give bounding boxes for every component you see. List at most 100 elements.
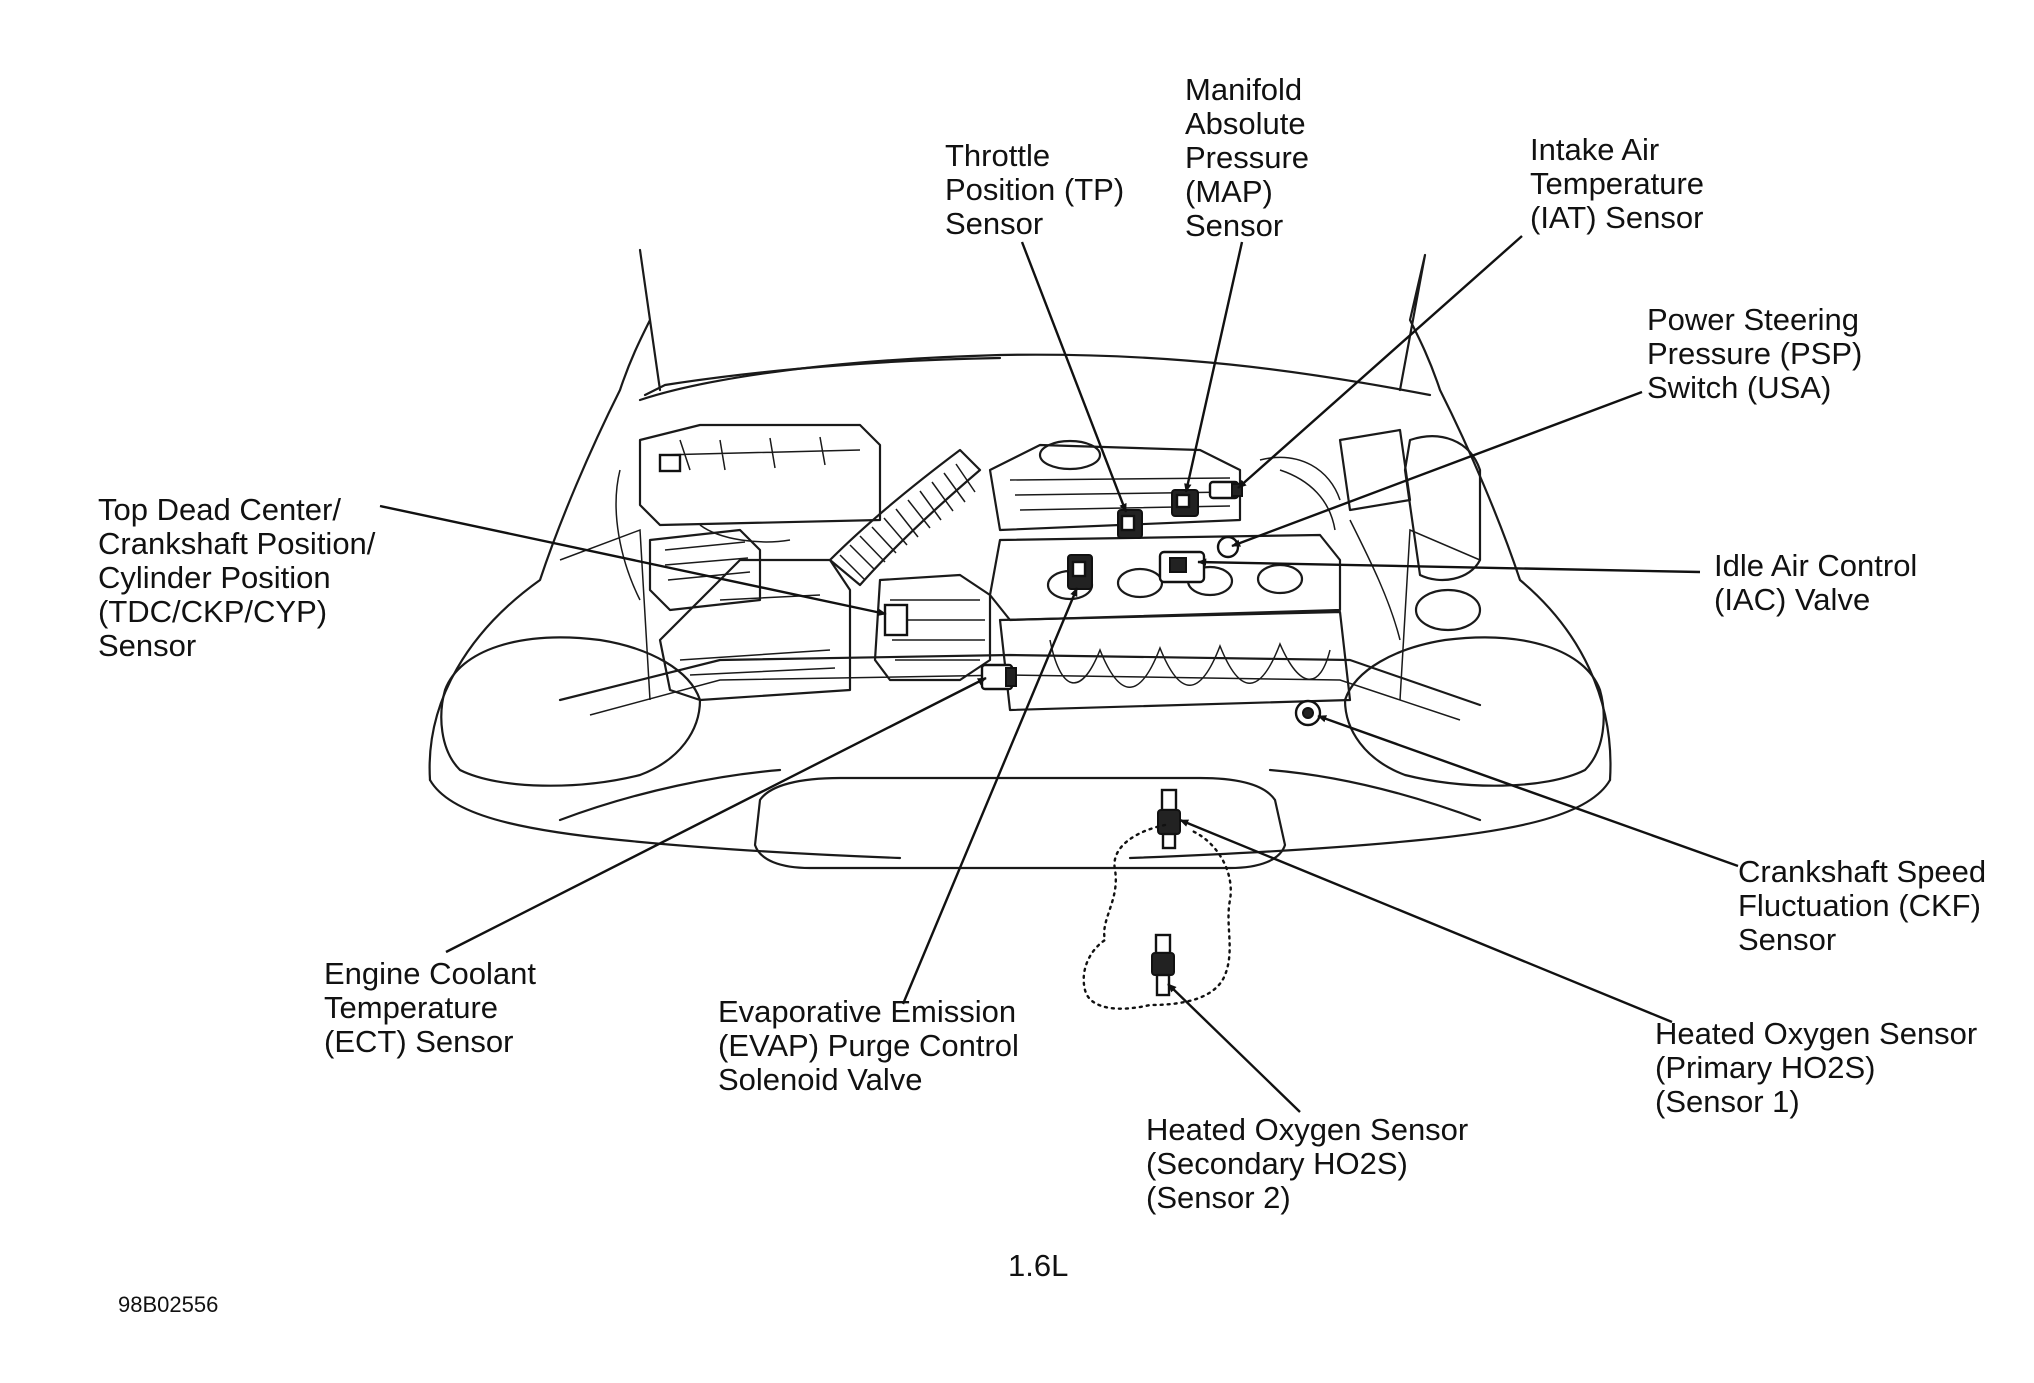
label-line: Power Steering: [1647, 302, 1859, 337]
label-line: Sensor: [98, 628, 196, 663]
label-line: Pressure: [1185, 140, 1309, 175]
label-line: Evaporative Emission: [718, 994, 1016, 1029]
label-line: (TDC/CKP/CYP): [98, 594, 327, 629]
battery-terminal: [658, 453, 682, 473]
label-line: (MAP): [1185, 174, 1273, 209]
label-line: Manifold: [1185, 72, 1302, 107]
label-line: Sensor: [1738, 922, 1836, 957]
leader-ckf: [1317, 714, 1739, 868]
engine-size-caption: 1.6L: [1008, 1248, 1068, 1283]
reservoir-cap: [1414, 588, 1482, 632]
label-tdc-ckp-cyp-sensor: Top Dead Center/ Crankshaft Position/ Cy…: [98, 492, 384, 663]
leader-iat: [1237, 235, 1523, 489]
label-line: (Sensor 1): [1655, 1084, 1800, 1119]
leader-psp: [1231, 390, 1643, 548]
leader-evap: [901, 587, 1079, 1005]
label-line: Heated Oxygen Sensor: [1146, 1112, 1468, 1147]
air-cleaner: [658, 558, 852, 702]
ckf-sensor-part: [1294, 699, 1322, 727]
car-body-outline-right: [1398, 253, 1612, 782]
label-iat-sensor: Intake Air Temperature (IAT) Sensor: [1530, 132, 1713, 235]
engine-bay-illustration: [428, 248, 1612, 1010]
evap-valve-part: [1067, 554, 1093, 590]
label-line: Crankshaft Position/: [98, 526, 376, 561]
distributor-cap: [890, 599, 985, 661]
leader-iac: [1197, 558, 1701, 574]
leader-tdc: [379, 504, 887, 616]
exhaust-manifold: [1049, 639, 1331, 688]
battery-top: [659, 436, 861, 471]
leader-ho2s-primary: [1179, 818, 1673, 1024]
ect-sensor-part: [980, 663, 1017, 691]
label-line: (Secondary HO2S): [1146, 1146, 1408, 1181]
label-line: Engine Coolant: [324, 956, 536, 991]
label-line: Intake Air: [1530, 132, 1659, 167]
label-line: Position (TP): [945, 172, 1124, 207]
label-iac-valve: Idle Air Control (IAC) Valve: [1714, 548, 1926, 617]
label-line: Switch (USA): [1647, 370, 1831, 405]
label-line: (Sensor 2): [1146, 1180, 1291, 1215]
bumper-line: [558, 768, 782, 822]
label-primary-ho2s: Heated Oxygen Sensor (Primary HO2S) (Sen…: [1655, 1016, 1986, 1119]
label-line: (ECT) Sensor: [324, 1024, 513, 1059]
leader-map: [1184, 241, 1244, 493]
leader-lines: [379, 235, 1739, 1113]
label-line: Sensor: [945, 206, 1043, 241]
label-psp-switch: Power Steering Pressure (PSP) Switch (US…: [1647, 302, 1871, 405]
engine-block: [998, 610, 1352, 712]
intake-hose: [828, 448, 982, 587]
label-line: (EVAP) Purge Control: [718, 1028, 1019, 1063]
hood-line: [638, 353, 1432, 402]
label-line: Idle Air Control: [1714, 548, 1917, 583]
fender-left: [428, 778, 902, 860]
iac-valve-part: [1158, 550, 1206, 584]
label-line: (IAT) Sensor: [1530, 200, 1703, 235]
secondary-ho2s-part: [1151, 933, 1175, 997]
strut-tower-right: [1399, 528, 1481, 701]
label-line: Fluctuation (CKF): [1738, 888, 1981, 923]
label-line: Top Dead Center/: [98, 492, 341, 527]
fuse-box: [648, 528, 762, 612]
exhaust-dotted-path: [1082, 823, 1232, 1010]
label-throttle-position-sensor: Throttle Position (TP) Sensor: [945, 138, 1133, 241]
psp-switch-part: [1216, 535, 1240, 559]
primary-ho2s-part: [1157, 788, 1181, 850]
label-map-sensor: Manifold Absolute Pressure (MAP) Sensor: [1185, 72, 1318, 243]
label-line: (IAC) Valve: [1714, 582, 1870, 617]
map-sensor-part: [1171, 489, 1199, 517]
figure-id: 98B02556: [118, 1292, 218, 1317]
car-body-outline: [428, 248, 662, 782]
headlight-right: [1343, 636, 1605, 787]
label-line: Temperature: [324, 990, 498, 1025]
hood-back-edge: [643, 356, 1002, 397]
label-line: Heated Oxygen Sensor: [1655, 1016, 1977, 1051]
label-line: Sensor: [1185, 208, 1283, 243]
label-line: (Primary HO2S): [1655, 1050, 1875, 1085]
intake-manifold: [988, 443, 1242, 532]
brake-master: [1338, 428, 1412, 512]
label-line: Throttle: [945, 138, 1050, 173]
throttle-body: [1038, 439, 1102, 471]
label-evap-purge-valve: Evaporative Emission (EVAP) Purge Contro…: [718, 994, 1028, 1097]
distributor: [873, 573, 992, 682]
label-line: Absolute: [1185, 106, 1306, 141]
label-ect-sensor: Engine Coolant Temperature (ECT) Sensor: [324, 956, 545, 1059]
label-secondary-ho2s: Heated Oxygen Sensor (Secondary HO2S) (S…: [1146, 1112, 1477, 1215]
label-line: Pressure (PSP): [1647, 336, 1862, 371]
front-grille: [753, 776, 1287, 870]
tp-sensor-part: [1117, 509, 1143, 539]
leader-throttle: [1020, 241, 1128, 513]
label-line: Cylinder Position: [98, 560, 331, 595]
distributor-connector: [883, 603, 909, 637]
label-line: Crankshaft Speed: [1738, 854, 1986, 889]
strut-tower-left: [559, 528, 651, 701]
headlight-left: [440, 636, 702, 787]
left-hoses: [615, 469, 791, 601]
label-line: Temperature: [1530, 166, 1704, 201]
label-ckf-sensor: Crankshaft Speed Fluctuation (CKF) Senso…: [1738, 854, 1995, 957]
leader-ho2s-secondary: [1167, 983, 1301, 1113]
fuse-box-ribs: [664, 541, 751, 581]
fender-right: [1128, 778, 1612, 860]
leader-ect: [445, 676, 987, 954]
